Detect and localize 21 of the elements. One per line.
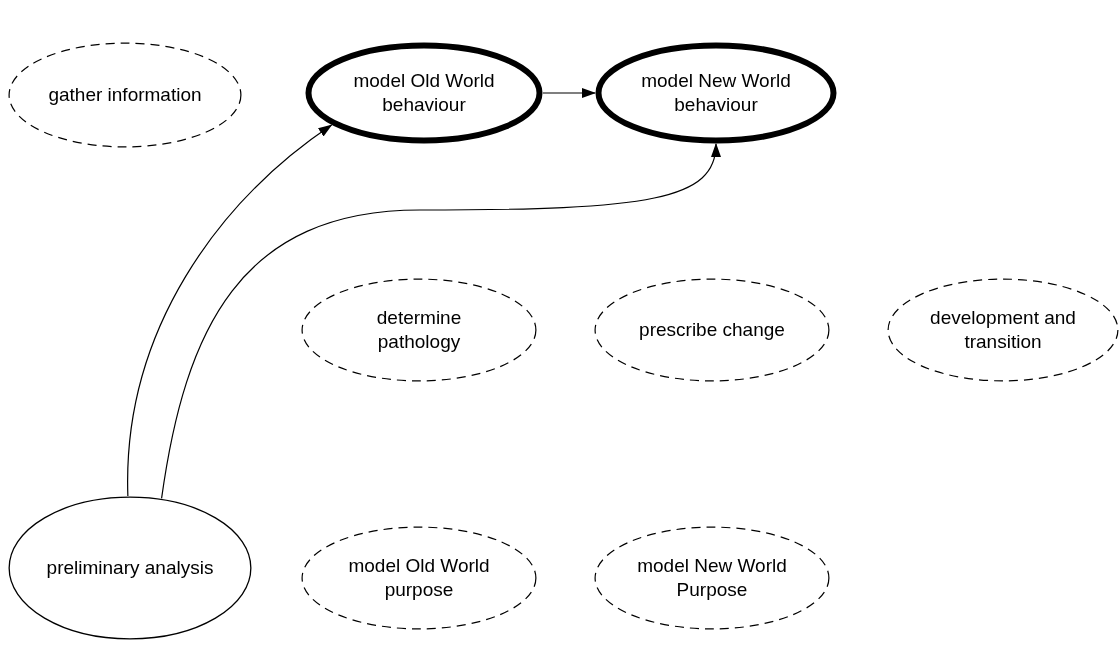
node-label: model New World behaviour [640,69,792,117]
node-label: development and transition [929,306,1077,354]
ellipse-node [301,526,537,630]
ellipse-node [594,278,830,382]
node-label: model Old World purpose [347,554,491,602]
ellipse-node [301,278,537,382]
arrow [161,143,720,500]
ellipse-node [8,496,252,640]
arrow [542,88,596,98]
node-label: model Old World behaviour [352,69,496,117]
node-label: prescribe change [638,318,786,342]
ellipse-node [595,42,837,144]
ellipse-node [305,42,543,144]
node-label: gather information [47,83,203,107]
node-label: preliminary analysis [45,556,215,580]
ellipse-node [8,42,242,148]
node-label: determine pathology [375,306,463,354]
node-label: model New World Purpose [636,554,788,602]
arrow [127,124,333,497]
ellipse-node [887,278,1119,382]
ellipse-node [594,526,830,630]
